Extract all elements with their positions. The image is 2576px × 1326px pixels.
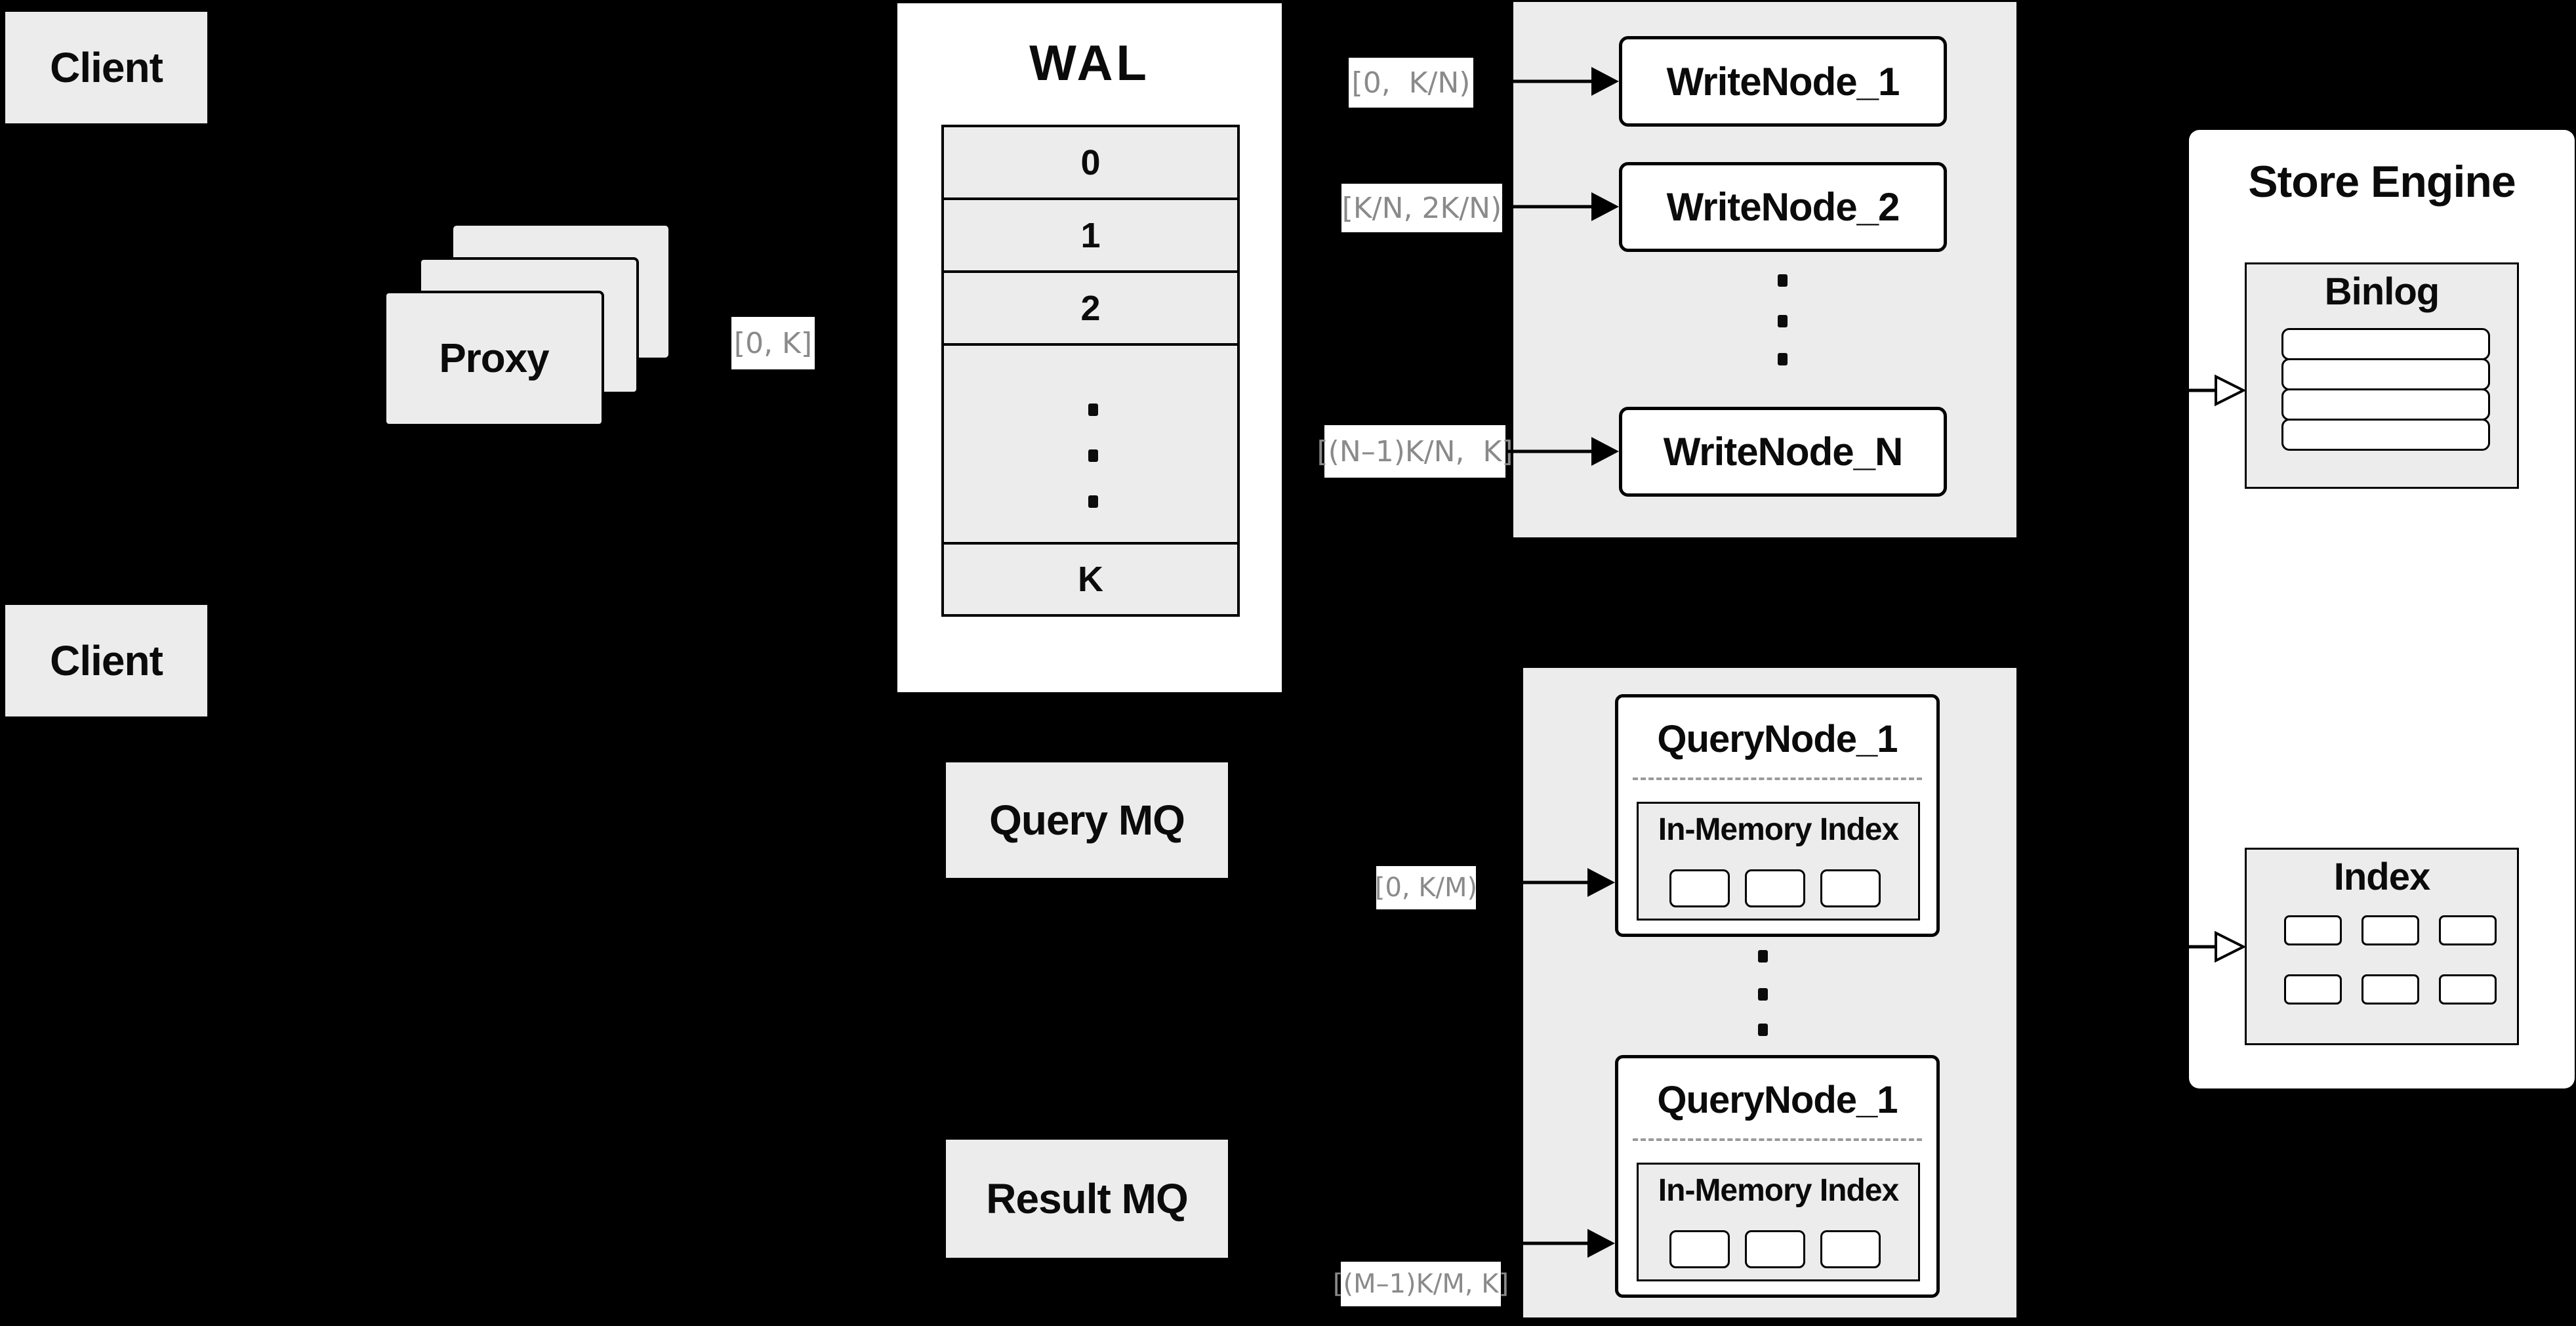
proxy-label: Proxy	[439, 336, 549, 381]
index-cell	[2284, 915, 2342, 945]
writenode-n: WriteNode_N	[1619, 407, 1947, 497]
binlog-row	[2281, 358, 2490, 390]
interval-label-querynode-1: [0, K/M)	[1375, 866, 1477, 909]
wal-panel: WAL 0 1 2 K	[897, 3, 1282, 692]
segment-cell	[1820, 869, 1881, 907]
index-title: Index	[2333, 856, 2431, 898]
dashed-divider	[1633, 1138, 1922, 1141]
interval-label-querynode-2: [(M–1)K/M, K]	[1333, 1262, 1509, 1306]
wal-row-1: 1	[941, 197, 1240, 273]
segment-cell	[1820, 1230, 1881, 1268]
wal-table: 0 1 2 K	[941, 125, 1240, 617]
ellipsis-dot	[1758, 950, 1768, 963]
binlog-rows	[2281, 328, 2490, 451]
in-memory-index-1-title: In-Memory Index	[1658, 812, 1899, 847]
writenode-1: WriteNode_1	[1619, 36, 1947, 127]
querynode-1: QueryNode_1 In-Memory Index	[1615, 694, 1940, 937]
ellipsis-dot	[1088, 404, 1098, 416]
client-box-top: Client	[5, 12, 207, 123]
query-mq-box: Query MQ	[946, 762, 1228, 878]
ellipsis-dot	[1758, 988, 1768, 1001]
index-cell	[2361, 974, 2419, 1005]
result-mq-label: Result MQ	[986, 1175, 1188, 1222]
index-panel: Index	[2245, 848, 2519, 1045]
result-mq-box: Result MQ	[946, 1140, 1228, 1258]
index-cell	[2439, 915, 2497, 945]
binlog-row	[2281, 328, 2490, 360]
store-engine-panel: Store Engine Binlog Index	[2189, 130, 2575, 1088]
segment-cell	[1745, 869, 1805, 907]
index-cell	[2284, 974, 2342, 1005]
store-engine-title: Store Engine	[2248, 157, 2516, 207]
wal-row-0: 0	[941, 125, 1240, 200]
ellipsis-dot	[1758, 1024, 1768, 1036]
proxy-card-front: Proxy	[384, 291, 604, 426]
writenode-2-label: WriteNode_2	[1666, 185, 1900, 229]
index-cell	[2439, 974, 2497, 1005]
client-label: Client	[50, 637, 163, 684]
wal-title: WAL	[1029, 35, 1150, 91]
segment-cell	[1669, 869, 1730, 907]
querynode-2: QueryNode_1 In-Memory Index	[1615, 1055, 1940, 1298]
segment-cell	[1745, 1230, 1805, 1268]
interval-label-proxy-range: [0, K]	[731, 317, 815, 369]
binlog-row	[2281, 388, 2490, 421]
dashed-divider	[1633, 777, 1922, 780]
querynode-1-title: QueryNode_1	[1657, 718, 1898, 760]
ellipsis-dot	[1778, 315, 1788, 327]
interval-label-writenode-2: [K/N, 2K/N)	[1341, 184, 1502, 232]
in-memory-index-1: In-Memory Index	[1637, 802, 1920, 921]
writenode-2: WriteNode_2	[1619, 162, 1947, 252]
query-mq-label: Query MQ	[989, 797, 1185, 844]
wal-row-2: 2	[941, 270, 1240, 346]
in-memory-index-2-title: In-Memory Index	[1658, 1173, 1899, 1208]
binlog-panel: Binlog	[2245, 262, 2519, 489]
index-cell	[2361, 915, 2419, 945]
ellipsis-dot	[1778, 274, 1788, 287]
writenode-1-label: WriteNode_1	[1666, 59, 1900, 104]
ellipsis-dot	[1088, 449, 1098, 462]
client-box-bottom: Client	[5, 605, 207, 716]
binlog-row	[2281, 419, 2490, 451]
writenode-n-label: WriteNode_N	[1663, 430, 1904, 474]
interval-label-writenode-n: [(N–1)K/N, K]	[1317, 425, 1513, 478]
client-label: Client	[50, 44, 163, 91]
binlog-title: Binlog	[2324, 270, 2440, 313]
querynode-2-title: QueryNode_1	[1657, 1079, 1898, 1121]
ellipsis-dot	[1088, 495, 1098, 508]
in-memory-index-2: In-Memory Index	[1637, 1163, 1920, 1281]
interval-label-writenode-1: [0, K/N)	[1349, 58, 1473, 108]
wal-row-k: K	[941, 542, 1240, 617]
segment-cell	[1669, 1230, 1730, 1268]
ellipsis-dot	[1778, 353, 1788, 365]
wal-row-ellipsis	[941, 343, 1240, 545]
